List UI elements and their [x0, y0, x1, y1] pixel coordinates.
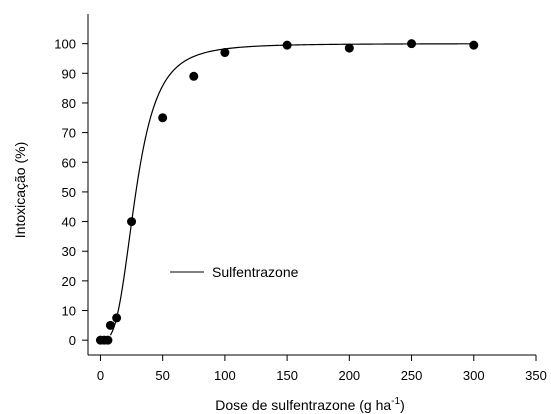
y-tick-label: 90: [62, 66, 76, 81]
y-tick-label: 20: [62, 274, 76, 289]
data-point: [282, 40, 292, 50]
y-tick-label: 50: [62, 185, 76, 200]
fit-curve-sulfentrazone: [109, 43, 474, 336]
x-tick-label: 150: [276, 368, 298, 383]
y-tick-label: 40: [62, 215, 76, 230]
data-point: [127, 217, 137, 227]
x-tick-label: 50: [155, 368, 169, 383]
x-tick-label: 250: [401, 368, 423, 383]
data-point: [103, 335, 113, 345]
y-tick-label: 10: [62, 304, 76, 319]
data-point: [112, 313, 122, 323]
y-tick-label: 100: [54, 37, 76, 52]
x-tick-label: 350: [525, 368, 547, 383]
legend: Sulfentrazone: [170, 264, 299, 280]
data-point: [158, 113, 168, 123]
fit-curve-layer: [109, 43, 474, 336]
data-point: [469, 40, 479, 50]
y-tick-label: 0: [69, 333, 76, 348]
x-axis-label-main: Dose de sulfentrazone (g ha: [215, 397, 391, 413]
x-tick-label: 300: [463, 368, 485, 383]
x-tick-label: 200: [338, 368, 360, 383]
y-tick-label: 60: [62, 155, 76, 170]
data-points: [95, 39, 479, 345]
data-point: [105, 320, 115, 330]
data-point: [407, 39, 417, 49]
y-axis-label: Intoxicação (%): [12, 142, 28, 238]
ticks: 0 10 20 30 40 50 60 70 80 90 100 0 50 100 150 200 250 300…: [54, 37, 547, 383]
axes: [87, 14, 536, 356]
data-point: [220, 48, 230, 58]
data-point: [344, 43, 354, 53]
x-axis-label: Dose de sulfentrazone (g ha-1): [215, 396, 404, 413]
y-tick-label: 30: [62, 244, 76, 259]
x-axis-label-superscript: -1: [391, 396, 400, 407]
y-tick-label: 80: [62, 96, 76, 111]
data-point: [189, 71, 199, 81]
x-tick-label: 0: [97, 368, 104, 383]
x-axis-label-suffix: ): [400, 397, 405, 413]
y-tick-label: 70: [62, 126, 76, 141]
legend-label: Sulfentrazone: [212, 264, 299, 280]
x-tick-label: 100: [214, 368, 236, 383]
